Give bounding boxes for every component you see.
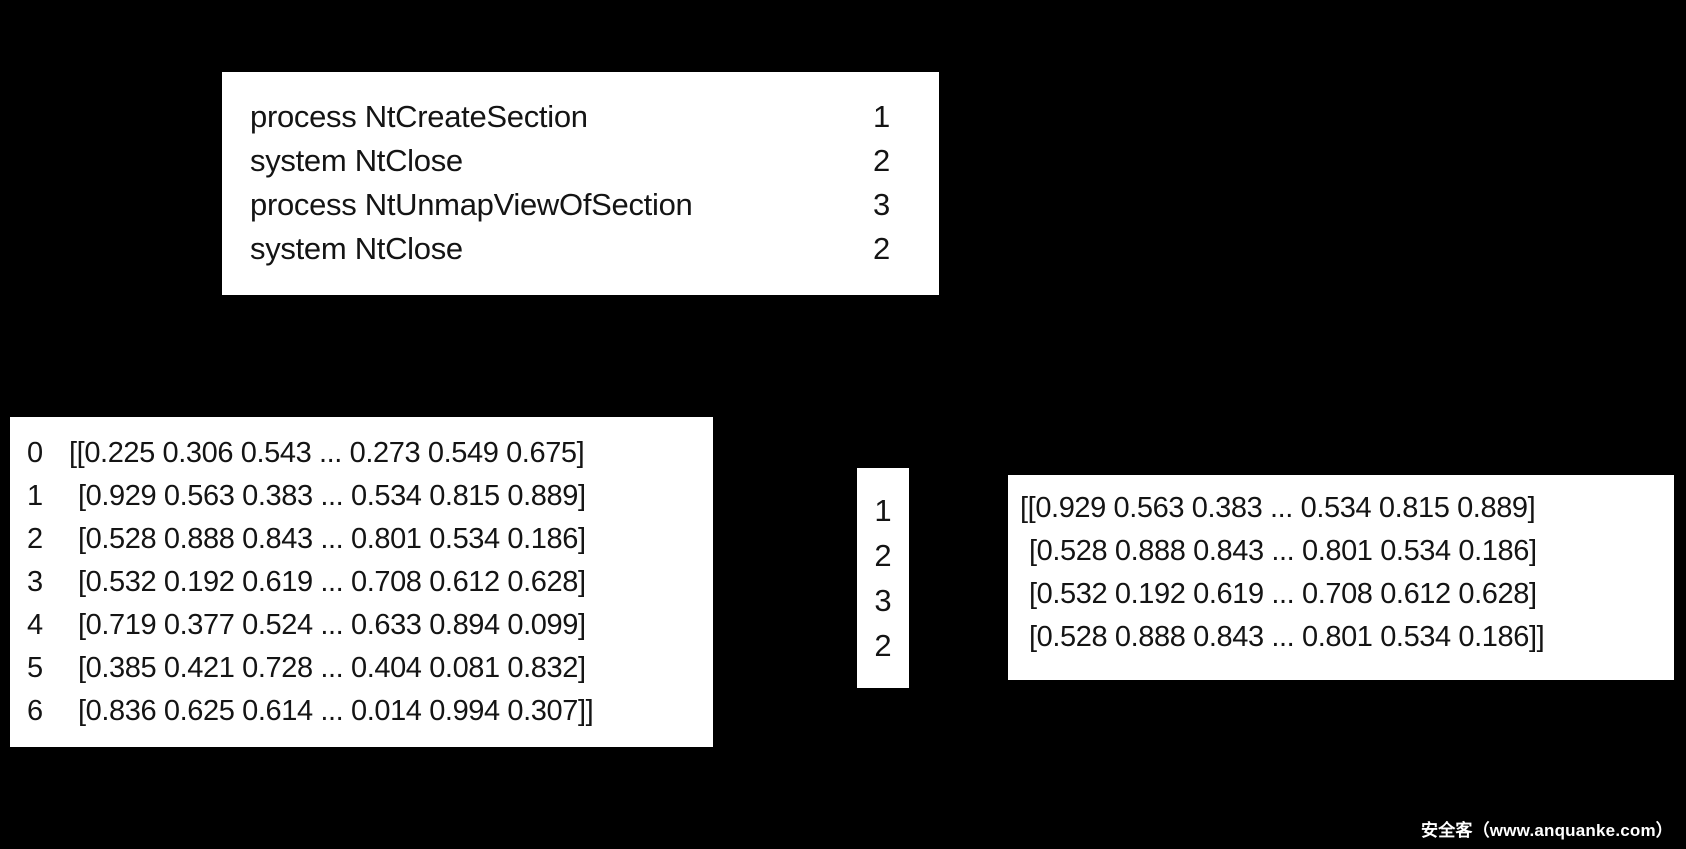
index-value: 1 — [874, 493, 892, 528]
row-values: [[0.225 0.306 0.543 ... 0.273 0.549 0.67… — [69, 437, 585, 469]
index-value: 2 — [874, 538, 892, 573]
row-values: [0.528 0.888 0.843 ... 0.801 0.534 0.186… — [78, 523, 586, 555]
matrix-row: 6 [0.836 0.625 0.614 ... 0.014 0.994 0.3… — [27, 690, 705, 733]
matrix-row: 3 [0.532 0.192 0.619 ... 0.708 0.612 0.6… — [27, 561, 705, 604]
watermark: 安全客（www.anquanke.com） — [1421, 821, 1673, 840]
sequence-row: process NtUnmapViewOfSection 3 — [250, 183, 890, 227]
embedding-matrix-box: 0 [[0.225 0.306 0.543 ... 0.273 0.549 0.… — [10, 417, 713, 747]
sequence-row: process NtCreateSection 1 — [250, 95, 890, 139]
row-index: 2 — [27, 523, 43, 555]
api-call-index: 3 — [873, 187, 890, 222]
api-sequence-box: process NtCreateSection 1 system NtClose… — [222, 72, 939, 295]
api-call-label: process NtCreateSection — [250, 99, 588, 134]
row-index: 4 — [27, 609, 43, 641]
row-values: [0.929 0.563 0.383 ... 0.534 0.815 0.889… — [78, 480, 586, 512]
row-values: [0.719 0.377 0.524 ... 0.633 0.894 0.099… — [78, 609, 586, 641]
row-index: 1 — [27, 480, 43, 512]
matrix-row: [0.532 0.192 0.619 ... 0.708 0.612 0.628… — [1029, 578, 1537, 610]
matrix-row: 2 [0.528 0.888 0.843 ... 0.801 0.534 0.1… — [27, 518, 705, 561]
matrix-row: [0.528 0.888 0.843 ... 0.801 0.534 0.186… — [1029, 621, 1545, 653]
row-values: [0.385 0.421 0.728 ... 0.404 0.081 0.832… — [78, 652, 586, 684]
row-index: 0 — [27, 437, 43, 469]
index-vector-box: 1 2 3 2 — [857, 468, 909, 688]
row-index: 6 — [27, 695, 43, 727]
index-value: 3 — [874, 583, 892, 618]
api-call-index: 2 — [873, 143, 890, 178]
api-call-label: system NtClose — [250, 231, 463, 266]
api-call-index: 2 — [873, 231, 890, 266]
index-value: 2 — [874, 628, 892, 663]
matrix-row: 5 [0.385 0.421 0.728 ... 0.404 0.081 0.8… — [27, 647, 705, 690]
matrix-row: 4 [0.719 0.377 0.524 ... 0.633 0.894 0.0… — [27, 604, 705, 647]
row-index: 5 — [27, 652, 43, 684]
api-call-label: process NtUnmapViewOfSection — [250, 187, 693, 222]
sequence-row: system NtClose 2 — [250, 139, 890, 183]
row-index: 3 — [27, 566, 43, 598]
row-values: [0.836 0.625 0.614 ... 0.014 0.994 0.307… — [78, 695, 594, 727]
api-call-index: 1 — [873, 99, 890, 134]
api-call-label: system NtClose — [250, 143, 463, 178]
output-matrix-box: [[0.929 0.563 0.383 ... 0.534 0.815 0.88… — [1008, 475, 1674, 680]
matrix-row: [0.528 0.888 0.843 ... 0.801 0.534 0.186… — [1029, 535, 1537, 567]
row-values: [0.532 0.192 0.619 ... 0.708 0.612 0.628… — [78, 566, 586, 598]
matrix-row: 1 [0.929 0.563 0.383 ... 0.534 0.815 0.8… — [27, 475, 705, 518]
sequence-row: system NtClose 2 — [250, 227, 890, 271]
matrix-row: [[0.929 0.563 0.383 ... 0.534 0.815 0.88… — [1020, 492, 1536, 524]
matrix-row: 0 [[0.225 0.306 0.543 ... 0.273 0.549 0.… — [27, 432, 705, 475]
